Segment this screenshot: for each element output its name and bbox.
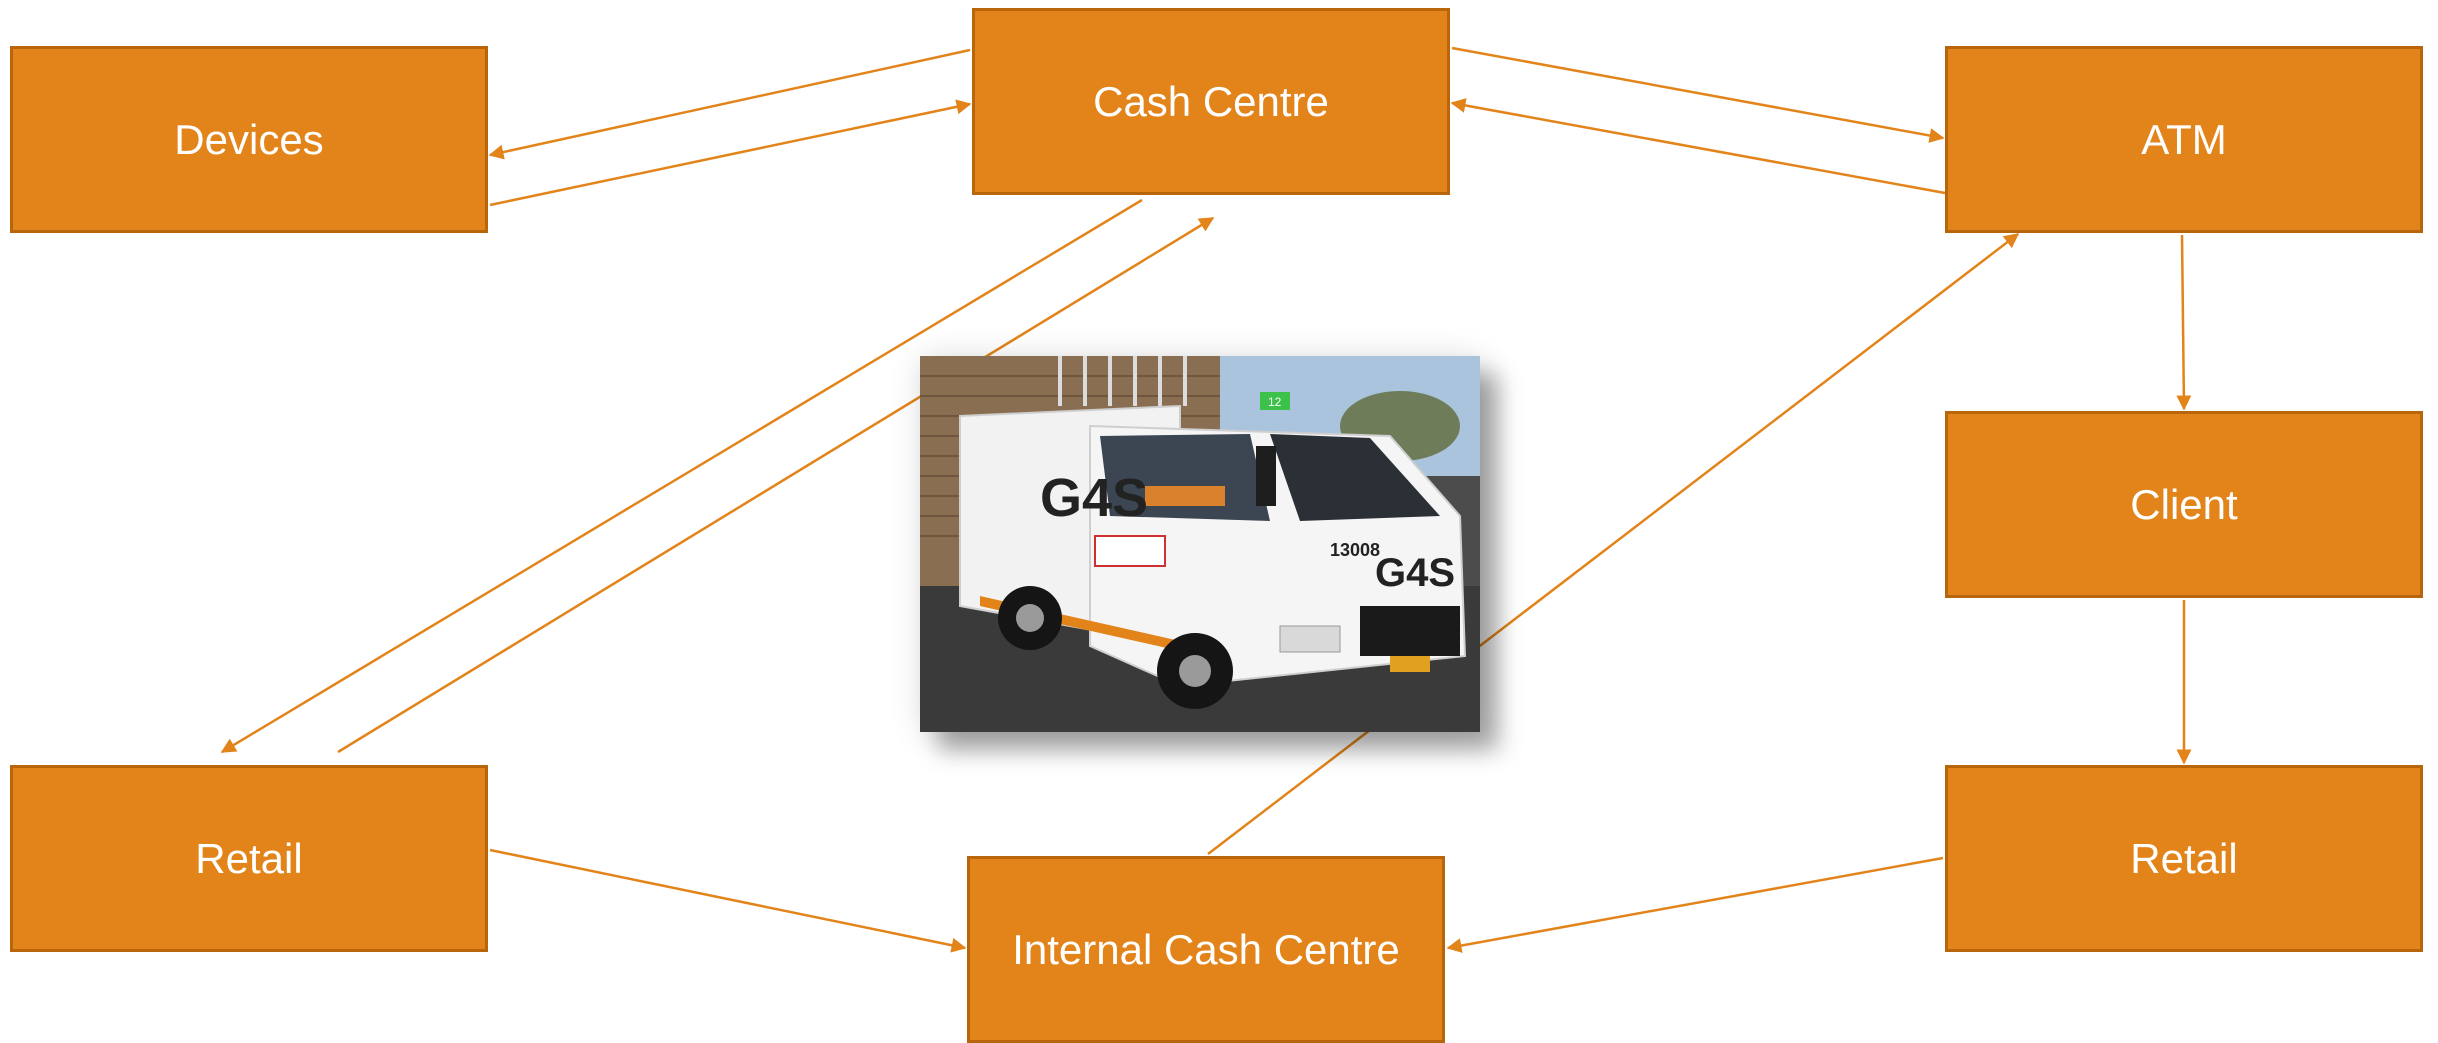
roof-tag: 12 xyxy=(1268,395,1282,409)
node-internal-cash-centre[interactable]: Internal Cash Centre xyxy=(967,856,1445,1043)
node-client[interactable]: Client xyxy=(1945,411,2423,598)
node-devices-label: Devices xyxy=(174,115,324,163)
node-retail-left[interactable]: Retail xyxy=(10,765,488,952)
vehicle-number: 13008 xyxy=(1330,540,1380,560)
node-atm-label: ATM xyxy=(2141,115,2227,163)
node-devices[interactable]: Devices xyxy=(10,46,488,233)
node-cash-centre[interactable]: Cash Centre xyxy=(972,8,1450,195)
cash-van-photo: G4S G4S 13008 12 xyxy=(920,356,1480,732)
arrow-cash-centre-to-devices xyxy=(488,48,971,160)
node-cash-centre-label: Cash Centre xyxy=(1093,77,1329,125)
node-internal-cash-centre-label: Internal Cash Centre xyxy=(1012,925,1400,973)
warning-sticker xyxy=(1094,535,1166,567)
g4s-logo-front: G4S xyxy=(1375,551,1455,595)
arrow-retail-left-to-internal xyxy=(489,848,967,953)
cash-van-illustration: G4S G4S 13008 12 xyxy=(920,356,1480,732)
arrow-atm-to-client xyxy=(2176,234,2192,411)
arrow-cash-centre-to-atm xyxy=(1451,46,1945,143)
node-retail-left-label: Retail xyxy=(195,834,303,882)
node-retail-right[interactable]: Retail xyxy=(1945,765,2423,952)
arrow-atm-to-cash-centre xyxy=(1450,98,1946,195)
node-retail-right-label: Retail xyxy=(2130,834,2238,882)
arrow-devices-to-cash-centre xyxy=(489,99,972,207)
node-atm[interactable]: ATM xyxy=(1945,46,2423,233)
node-client-label: Client xyxy=(2130,480,2238,528)
arrow-retail-right-to-internal xyxy=(1446,856,1944,953)
g4s-logo-box: G4S xyxy=(1040,468,1148,528)
